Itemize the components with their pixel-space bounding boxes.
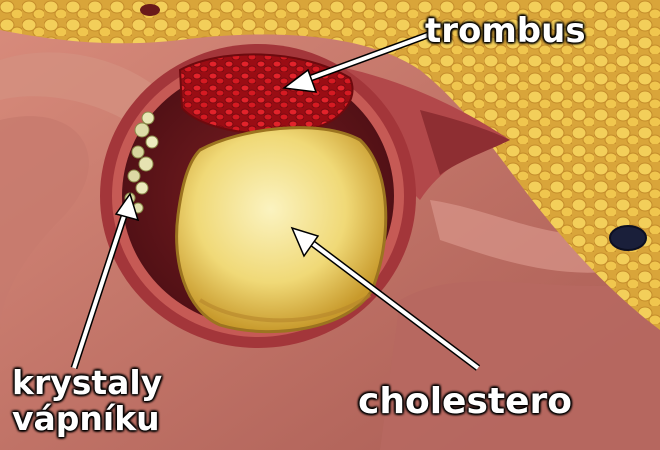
label-trombus: trombus [425, 11, 586, 51]
vessel-tube-shadow [420, 110, 510, 175]
cholesterol-plaque [175, 126, 388, 334]
muscle-fold-left [0, 116, 89, 330]
label-krystaly-line1: krystaly [12, 363, 163, 402]
calcium-crystals [124, 111, 159, 214]
label-krystaly-vapniku: krystaly vápníku [12, 365, 162, 437]
arrow-trombus [282, 31, 430, 93]
small-vessel-top [140, 4, 160, 16]
label-krystaly-line2: vápníku [12, 399, 160, 438]
muscle-fold-lower-right [380, 280, 660, 450]
label-cholestero: cholestero [358, 381, 572, 422]
thrombus-clot [178, 53, 354, 135]
plaque-rim [198, 293, 372, 323]
arrow-cholestero [290, 226, 481, 371]
small-vessel [609, 225, 647, 251]
arrow-krystaly [70, 192, 140, 370]
fat-tissue [0, 0, 660, 330]
